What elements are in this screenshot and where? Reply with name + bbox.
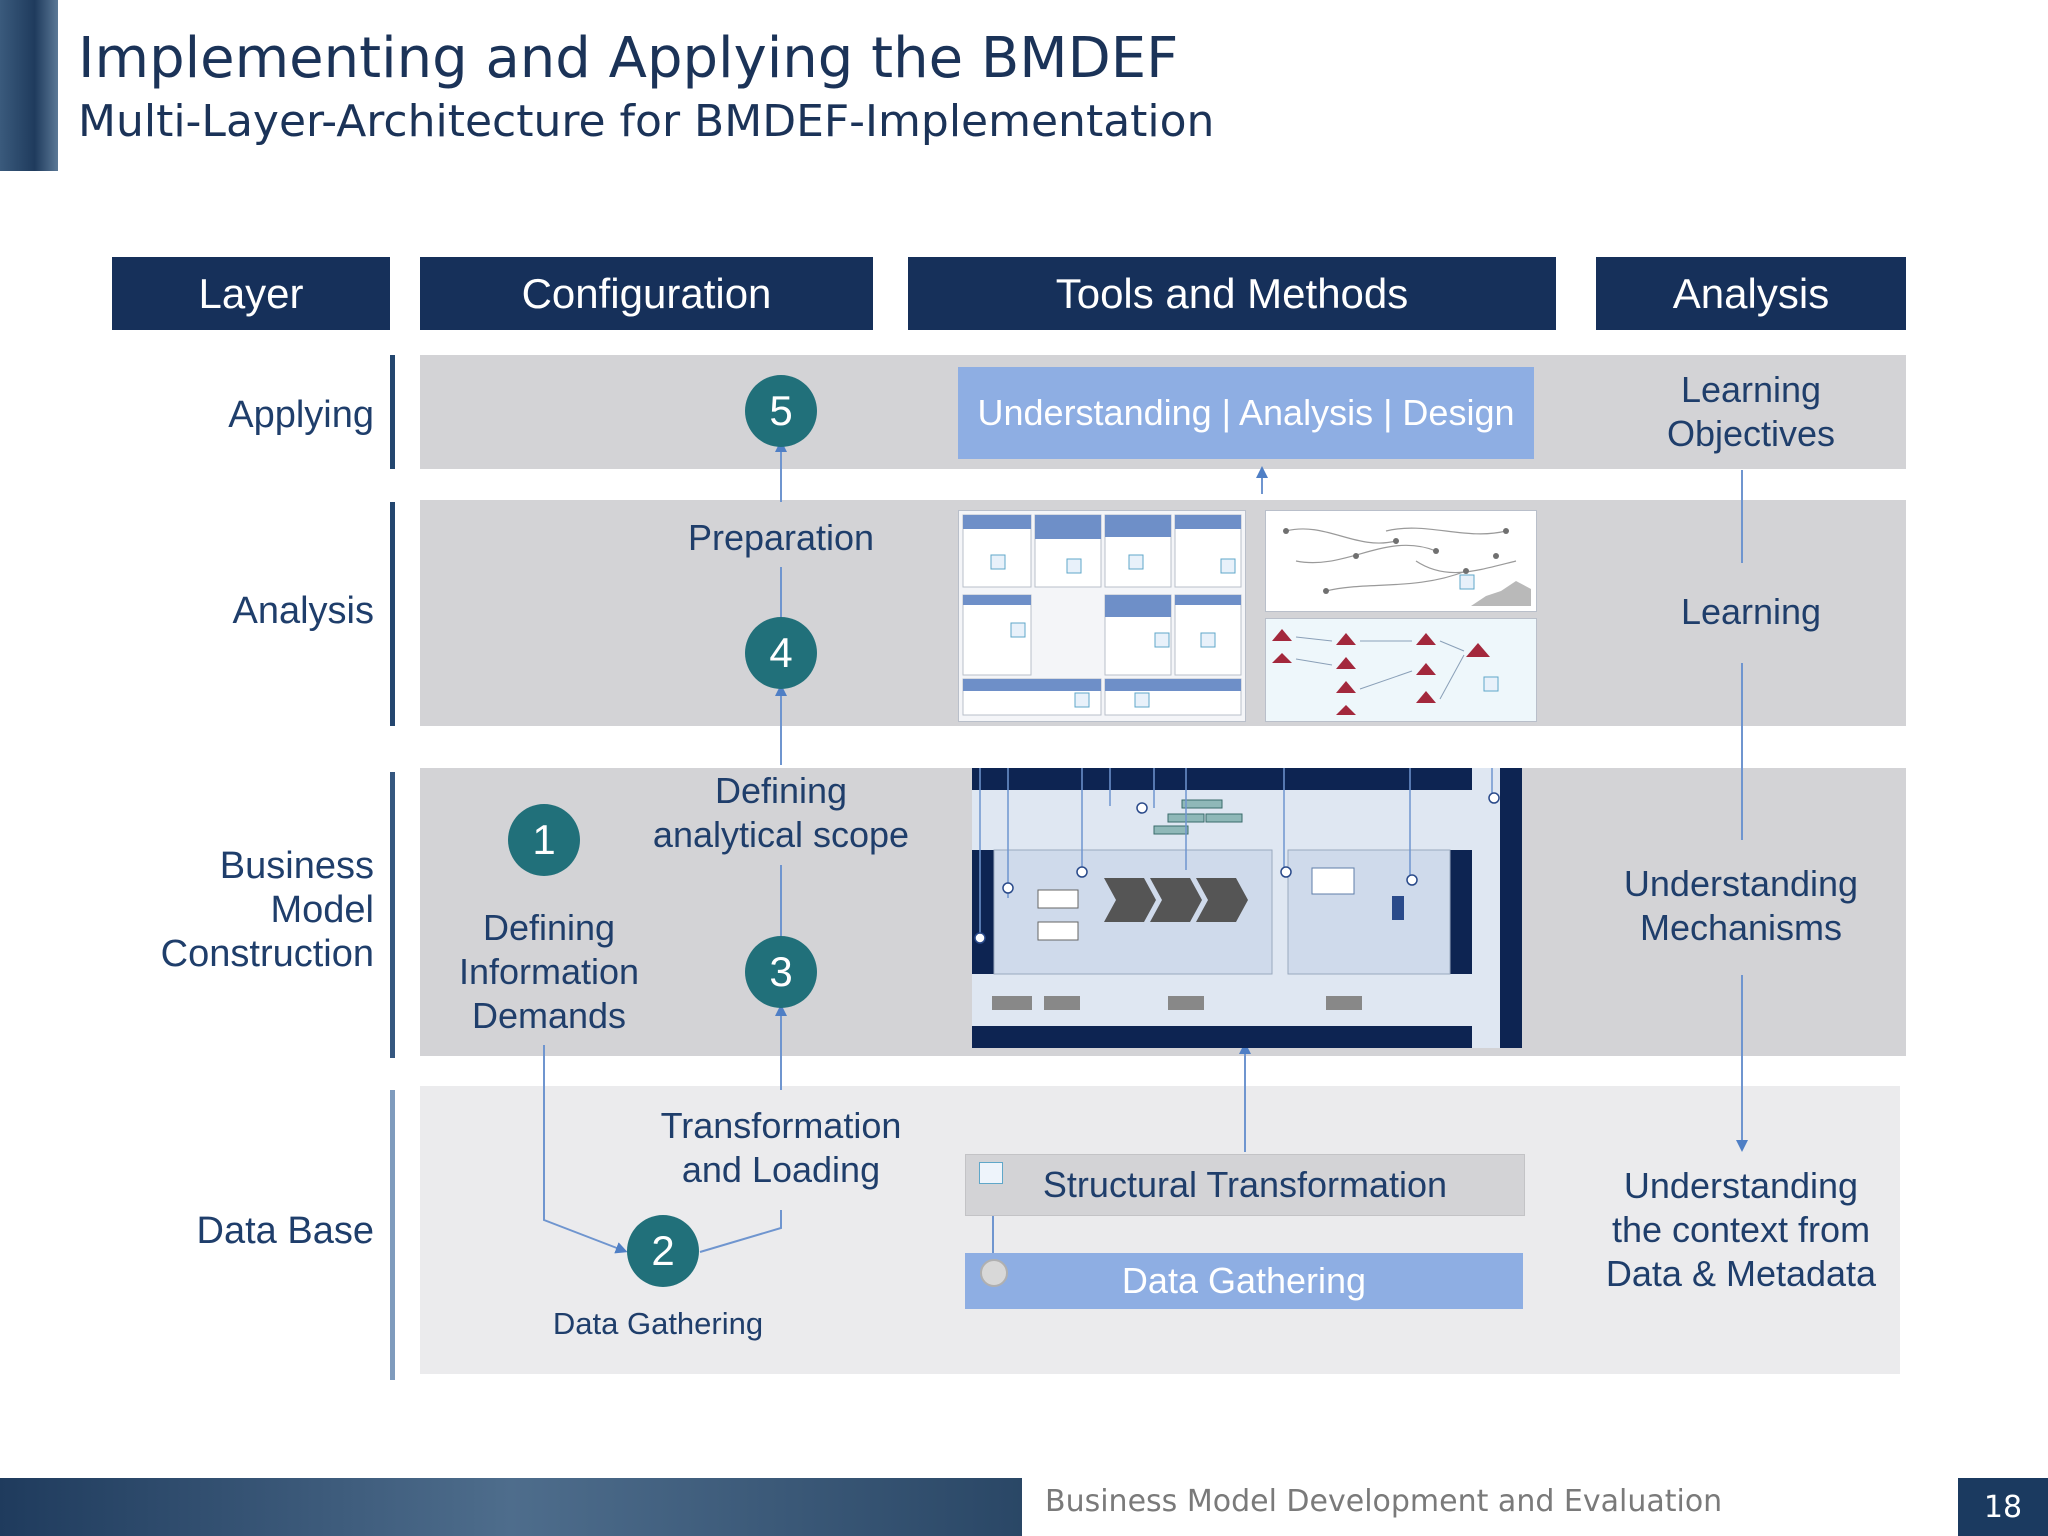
config-demands-line1: Defining	[482, 907, 616, 948]
structural-transformation-label: Structural Transformation	[1042, 1164, 1448, 1205]
layer-label-data-base: Data Base	[196, 1210, 374, 1252]
column-header-tools: Tools and Methods	[908, 257, 1556, 330]
bayesian-network-thumbnail	[1265, 618, 1537, 722]
tool-structural-transformation: Structural Transformation	[965, 1154, 1525, 1216]
config-transform-line1: Transformation	[660, 1105, 902, 1146]
layer-divider-bmc	[390, 772, 395, 1058]
dashboard-thumbnail-graphic	[962, 514, 1242, 716]
tool-data-gathering: Data Gathering	[965, 1253, 1523, 1309]
bayesian-network-graphic	[1272, 629, 1499, 715]
layer-divider-applying	[390, 355, 395, 469]
config-demands-line3: Demands	[471, 995, 627, 1036]
footer-course-title: Business Model Development and Evaluatio…	[1045, 1484, 1723, 1519]
config-scope-line2: analytical scope	[652, 814, 910, 855]
layer-divider-data-base	[390, 1090, 395, 1380]
tool-understanding-analysis-design: Understanding | Analysis | Design	[958, 367, 1534, 459]
layer-label-bmc-line3: Construction	[160, 933, 374, 975]
layer-label-applying: Applying	[228, 394, 374, 436]
modeling-tool-graphic	[972, 758, 1522, 1048]
layer-label-bmc-line1: Business	[219, 845, 374, 887]
analysis-learning: Learning	[1680, 591, 1822, 632]
column-header-layer: Layer	[112, 257, 390, 330]
analysis-mechanisms-line2: Mechanisms	[1639, 907, 1843, 948]
config-transformation-and-loading: Transformation and Loading	[641, 1104, 921, 1192]
analysis-objectives-line2: Objectives	[1666, 413, 1836, 454]
step-node-5: 5	[745, 375, 817, 447]
column-header-analysis: Analysis	[1596, 257, 1906, 330]
analysis-understanding-context: Understanding the context from Data & Me…	[1586, 1164, 1896, 1296]
config-transform-line2: and Loading	[681, 1149, 881, 1190]
analysis-context-line2: the context from	[1611, 1209, 1871, 1250]
step-node-1: 1	[508, 804, 580, 876]
system-dynamics-thumbnail	[1265, 510, 1537, 612]
layer-label-analysis: Analysis	[232, 590, 375, 632]
data-gathering-node	[980, 1259, 1008, 1287]
title-accent-bar	[0, 0, 58, 171]
analysis-dashboard-thumbnail	[958, 510, 1246, 722]
structural-transformation-node	[979, 1162, 1003, 1184]
arrow-demands-to-2	[543, 1045, 628, 1254]
layer-divider-analysis	[390, 502, 395, 726]
analysis-learning-objectives: Learning Objectives	[1596, 368, 1906, 456]
analysis-understanding-mechanisms: Understanding Mechanisms	[1586, 862, 1896, 950]
business-model-modeling-tool	[972, 758, 1522, 1048]
config-defining-information-demands: Defining Information Demands	[434, 906, 664, 1038]
step-node-3: 3	[745, 936, 817, 1008]
page-title: Implementing and Applying the BMDEF	[78, 26, 1179, 91]
footer-bar	[0, 1478, 1022, 1536]
analysis-mechanisms-line1: Understanding	[1623, 863, 1859, 904]
page-subtitle: Multi-Layer-Architecture for BMDEF-Imple…	[78, 96, 1215, 147]
config-data-gathering: Data Gathering	[552, 1306, 764, 1341]
config-preparation: Preparation	[687, 517, 875, 558]
config-scope-line1: Defining	[714, 770, 848, 811]
system-dynamics-graphic	[1283, 527, 1531, 606]
column-header-configuration: Configuration	[420, 257, 873, 330]
layer-label-bmc-line2: Model	[270, 889, 375, 931]
line-transform-to-2	[699, 1210, 782, 1253]
step-node-4: 4	[745, 617, 817, 689]
analysis-context-line3: Data & Metadata	[1605, 1253, 1877, 1294]
config-demands-line2: Information	[458, 951, 640, 992]
step-node-2: 2	[627, 1215, 699, 1287]
analysis-objectives-line1: Learning	[1680, 369, 1822, 410]
layer-label-business-model-construction: Business Model Construction	[110, 844, 374, 976]
page-number: 18	[1958, 1478, 2048, 1536]
analysis-context-line1: Understanding	[1623, 1165, 1859, 1206]
config-defining-analytical-scope: Defining analytical scope	[621, 769, 941, 857]
